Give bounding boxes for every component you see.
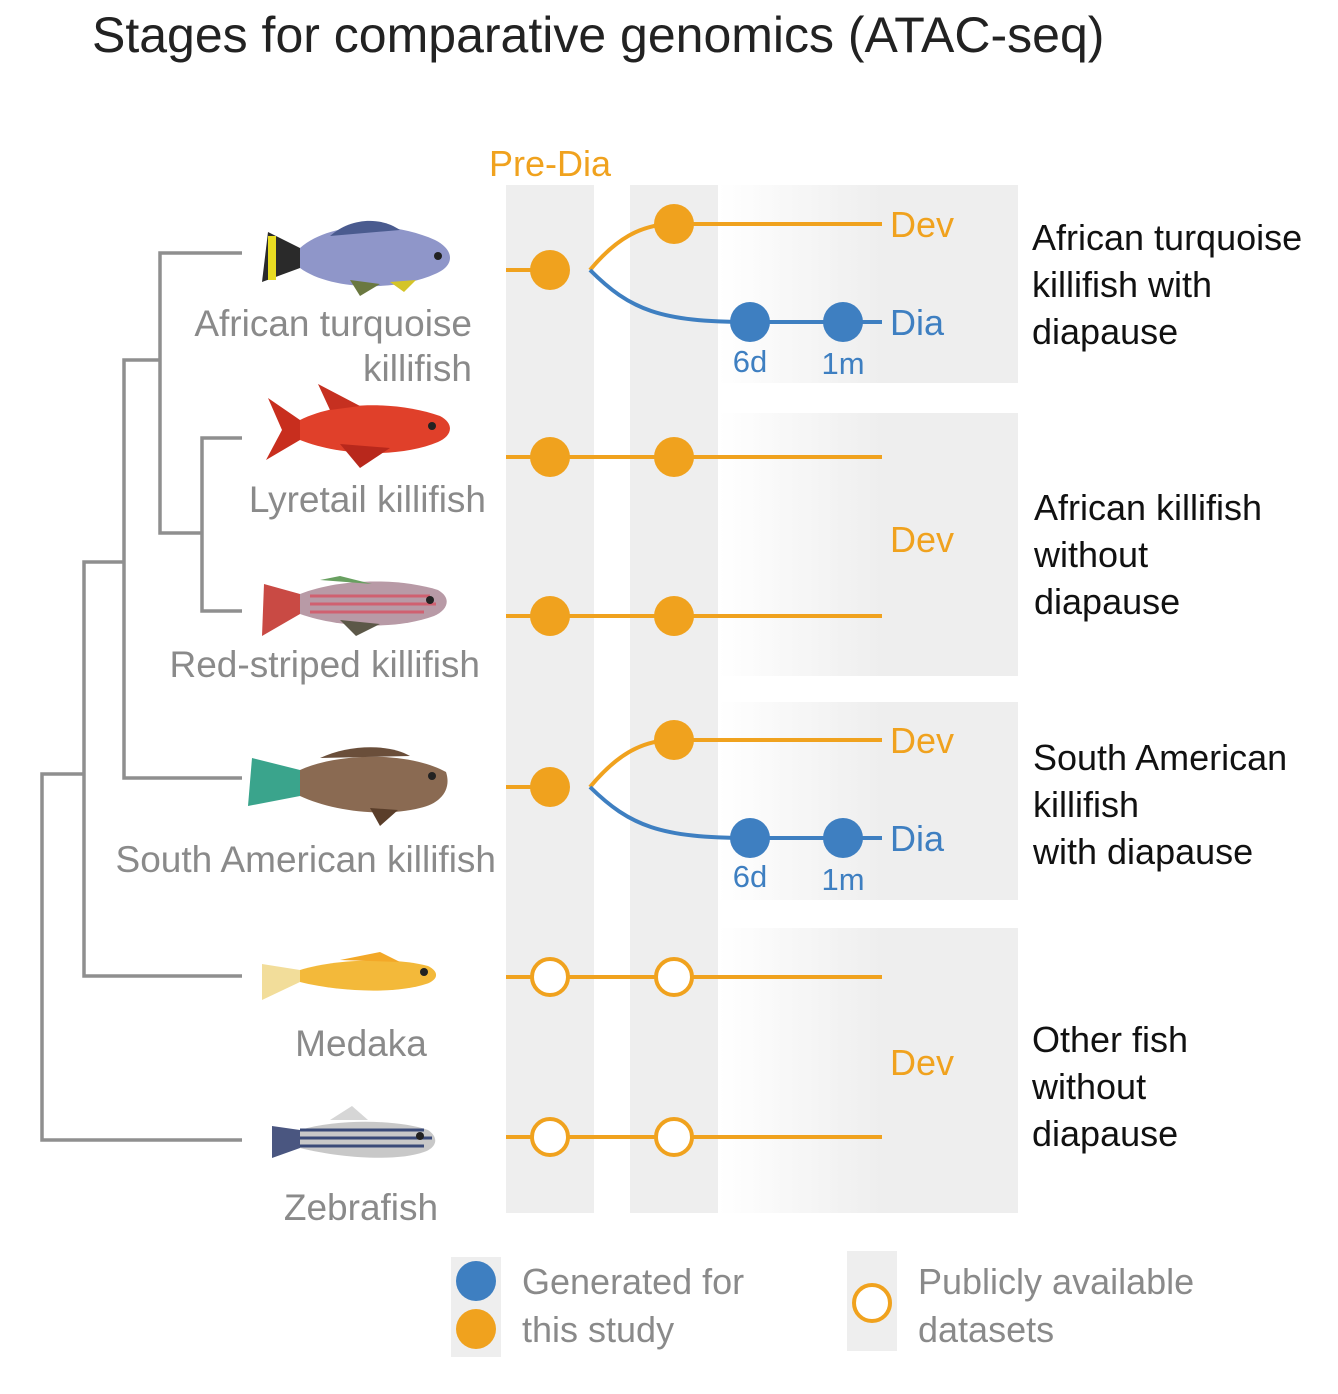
species-label-zebrafish: Zebrafish: [284, 1187, 438, 1228]
legend-generated-line2: this study: [522, 1309, 674, 1350]
group-4-line2: without: [1031, 1066, 1146, 1107]
group-3-line1: South American: [1033, 737, 1287, 778]
timeline-medaka: [506, 957, 882, 997]
timeline-south-american: [506, 720, 882, 858]
pre-dia-column: [506, 185, 594, 1213]
turquoise-killifish-icon: [262, 220, 450, 296]
species-label-lyretail: Lyretail killifish: [249, 479, 486, 520]
node-south-american-dia-1m: [823, 818, 863, 858]
node-turquoise-predia: [530, 250, 570, 290]
page-title: Stages for comparative genomics (ATAC-se…: [92, 7, 1104, 63]
node-turquoise-dev: [654, 204, 694, 244]
species-label-medaka: Medaka: [295, 1023, 427, 1064]
node-turquoise-dia-1m: [823, 302, 863, 342]
group-3-line3: with diapause: [1032, 831, 1253, 872]
timeline-lyretail: [506, 437, 882, 477]
label-1m-turquoise: 1m: [821, 346, 864, 381]
zebrafish-icon: [272, 1106, 436, 1158]
legend: Generated for this study Publicly availa…: [451, 1251, 1194, 1357]
group-4-line3: diapause: [1032, 1113, 1178, 1154]
group-1-line3: diapause: [1032, 311, 1178, 352]
node-south-american-predia: [530, 767, 570, 807]
label-dia-south-american: Dia: [890, 818, 945, 859]
pre-dia-label: Pre-Dia: [489, 143, 612, 184]
group-2-line1: African killifish: [1034, 487, 1262, 528]
group-4-line1: Other fish: [1032, 1019, 1188, 1060]
label-6d-south-american: 6d: [733, 859, 767, 894]
south-american-killifish-icon: [248, 747, 448, 826]
species-label-turquoise-line1: African turquoise: [194, 303, 472, 344]
species-label-south-american: South American killifish: [116, 839, 496, 880]
node-south-american-dev: [654, 720, 694, 760]
legend-public-line1: Publicly available: [918, 1261, 1194, 1302]
legend-public-line2: datasets: [918, 1309, 1054, 1350]
lyretail-killifish-icon: [266, 384, 450, 468]
group-3-line2: killifish: [1033, 784, 1139, 825]
node-lyretail-early: [654, 437, 694, 477]
group-panel-2: [718, 413, 1018, 676]
group-1-line1: African turquoise: [1032, 217, 1302, 258]
timeline-red-striped: [506, 596, 882, 636]
node-lyretail-predia: [530, 437, 570, 477]
node-red-striped-predia: [530, 596, 570, 636]
node-south-american-dia-6d: [730, 818, 770, 858]
group-panel-3: [718, 702, 1018, 900]
node-medaka-early: [654, 957, 694, 997]
node-turquoise-dia-6d: [730, 302, 770, 342]
timeline-zebrafish: [506, 1117, 882, 1157]
medaka-icon: [262, 952, 437, 1000]
label-dev-turquoise: Dev: [890, 204, 954, 245]
red-striped-killifish-icon: [262, 576, 447, 636]
node-zebrafish-early: [654, 1117, 694, 1157]
node-zebrafish-predia: [530, 1117, 570, 1157]
node-medaka-predia: [530, 957, 570, 997]
species-label-turquoise-line2: killifish: [363, 348, 472, 389]
early-column: [630, 185, 718, 1213]
legend-blue-dot: [456, 1261, 496, 1301]
group-panel-1: [718, 185, 1018, 383]
legend-generated-line1: Generated for: [522, 1261, 744, 1302]
label-dev-african-group: Dev: [890, 519, 954, 560]
label-1m-south-american: 1m: [821, 862, 864, 897]
label-dev-other-group: Dev: [890, 1042, 954, 1083]
legend-open-circle: [852, 1283, 892, 1323]
node-red-striped-early: [654, 596, 694, 636]
species-label-red-striped: Red-striped killifish: [170, 644, 481, 685]
group-1-line2: killifish with: [1032, 264, 1212, 305]
group-2-line3: diapause: [1034, 581, 1180, 622]
label-6d-turquoise: 6d: [733, 344, 767, 379]
timeline-turquoise: [506, 204, 882, 342]
group-panel-4: [718, 928, 1018, 1213]
phylogenetic-tree: [40, 251, 242, 1142]
label-dia-turquoise: Dia: [890, 302, 945, 343]
group-2-line2: without: [1033, 534, 1148, 575]
legend-orange-dot: [456, 1309, 496, 1349]
label-dev-south-american: Dev: [890, 720, 954, 761]
